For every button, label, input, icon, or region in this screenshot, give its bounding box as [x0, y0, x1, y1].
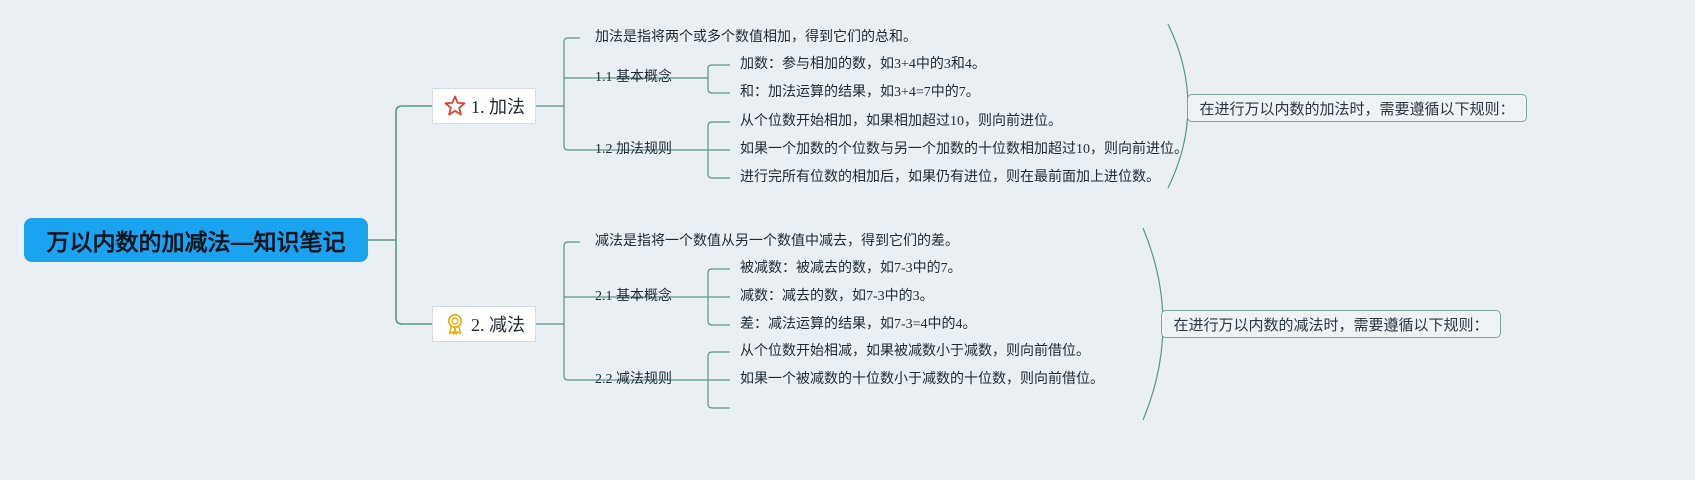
subtraction-item-minuend[interactable]: 被减数：被减去的数，如7-3中的7。: [740, 261, 962, 276]
sub-s2-link: [563, 324, 680, 381]
sub-def-link: [563, 241, 580, 324]
branch-connector-add: [395, 105, 432, 240]
add-summary-brace: [1167, 23, 1189, 189]
sub-s1-i3: [707, 297, 730, 326]
addition-definition[interactable]: 加法是指将两个或多个数值相加，得到它们的总和。: [595, 30, 917, 45]
addition-section-rules[interactable]: 1.2 加法规则: [595, 142, 672, 157]
root-title: 万以内数的加减法—知识笔记: [46, 229, 346, 255]
branch-label: 1. 加法: [471, 97, 525, 117]
branch-addition[interactable]: 1. 加法: [432, 88, 536, 124]
add-s2-i3: [707, 150, 730, 179]
addition-item-sum[interactable]: 和：加法运算的结果，如3+4=7中的7。: [740, 85, 980, 100]
subtraction-section-concepts[interactable]: 2.1 基本概念: [595, 289, 672, 304]
award-ribbon-icon: [443, 312, 467, 336]
add-def-link: [563, 37, 580, 106]
subtraction-item-difference[interactable]: 差：减法运算的结果，如7-3=4中的4。: [740, 317, 977, 332]
branch-connector-sub: [395, 240, 432, 325]
subtraction-section-rules[interactable]: 2.2 减法规则: [595, 372, 672, 387]
addition-section-concepts[interactable]: 1.1 基本概念: [595, 70, 672, 85]
addition-item-addend[interactable]: 加数：参与相加的数，如3+4中的3和4。: [740, 57, 986, 72]
subtraction-rule-2[interactable]: 如果一个被减数的十位数小于减数的十位数，则向前借位。: [740, 372, 1104, 387]
addition-rule-1[interactable]: 从个位数开始相加，如果相加超过10，则向前进位。: [740, 114, 1062, 129]
sub-s2-i1: [707, 351, 730, 380]
addition-rule-3[interactable]: 进行完所有位数的相加后，如果仍有进位，则在最前面加上进位数。: [740, 170, 1160, 185]
addition-summary-text: 在进行万以内数的加法时，需要遵循以下规则：: [1199, 99, 1515, 118]
branch-label: 2. 减法: [471, 315, 525, 335]
star-icon: [443, 94, 467, 118]
addition-summary[interactable]: 在进行万以内数的加法时，需要遵循以下规则：: [1187, 94, 1527, 122]
sub-s2-i3: [707, 380, 730, 409]
subtraction-summary[interactable]: 在进行万以内数的减法时，需要遵循以下规则：: [1161, 310, 1501, 338]
sub-s1-i1: [707, 268, 730, 297]
addition-rule-2[interactable]: 如果一个加数的个位数与另一个加数的十位数相加超过10，则向前进位。: [740, 142, 1188, 157]
add-s2-i1: [707, 121, 730, 150]
branch-subtraction[interactable]: 2. 减法: [432, 306, 536, 342]
subtraction-rule-1[interactable]: 从个位数开始相减，如果被减数小于减数，则向前借位。: [740, 344, 1090, 359]
add-s1-i2: [707, 78, 730, 94]
subtraction-item-subtrahend[interactable]: 减数：减去的数，如7-3中的3。: [740, 289, 934, 304]
subtraction-definition[interactable]: 减法是指将一个数值从另一个数值中减去，得到它们的差。: [595, 234, 959, 249]
add-s1-i1: [707, 64, 730, 78]
subtraction-summary-text: 在进行万以内数的减法时，需要遵循以下规则：: [1173, 315, 1489, 334]
add-s2-link: [563, 106, 680, 151]
sub-summary-brace: [1142, 227, 1164, 421]
root-topic[interactable]: 万以内数的加减法—知识笔记: [24, 218, 368, 262]
